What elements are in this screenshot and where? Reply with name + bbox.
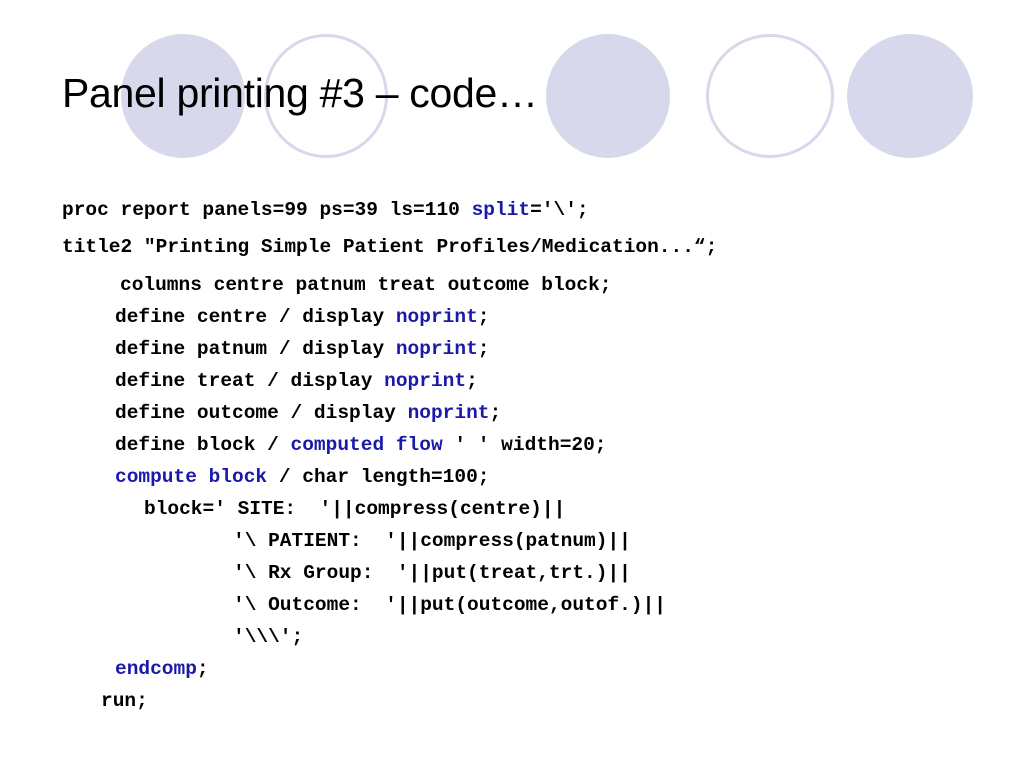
- code-line-8: define block / computed flow ' ' width=2…: [115, 434, 607, 456]
- decor-circle-filled: [546, 34, 670, 158]
- code-line-4: define centre / display noprint;: [115, 306, 490, 328]
- keyword: compute: [115, 466, 197, 488]
- code-line-10: block=' SITE: '||compress(centre)||: [144, 498, 566, 520]
- code-line-9: compute block / char length=100;: [115, 466, 490, 488]
- keyword: noprint: [395, 338, 478, 360]
- code-line-13: '\ Outcome: '||put(outcome,outof.)||: [233, 594, 666, 616]
- code-line-2: title2 "Printing Simple Patient Profiles…: [62, 236, 718, 258]
- code-line-12: '\ Rx Group: '||put(treat,trt.)||: [233, 562, 631, 584]
- code-line-6: define treat / display noprint;: [115, 370, 478, 392]
- keyword: split: [471, 199, 531, 221]
- keyword: flow: [395, 434, 443, 456]
- code-line-1: proc report panels=99 ps=39 ls=110 split…: [62, 199, 589, 221]
- code-line-7: define outcome / display noprint;: [115, 402, 502, 424]
- keyword: noprint: [395, 306, 478, 328]
- code-line-5: define patnum / display noprint;: [115, 338, 490, 360]
- code-line-14: '\\\';: [233, 626, 304, 648]
- keyword: endcomp: [115, 658, 197, 680]
- code-line-11: '\ PATIENT: '||compress(patnum)||: [233, 530, 631, 552]
- slide-title: Panel printing #3 – code…: [62, 70, 538, 116]
- keyword: noprint: [407, 402, 490, 424]
- decor-circle-filled: [121, 34, 245, 158]
- decor-circle-outline: [706, 34, 834, 158]
- code-line-16: run;: [101, 690, 148, 712]
- keyword: block: [208, 466, 268, 488]
- decor-circle-filled: [847, 34, 973, 158]
- keyword: noprint: [384, 370, 467, 392]
- code-line-3: columns centre patnum treat outcome bloc…: [120, 274, 612, 296]
- code-line-15: endcomp;: [115, 658, 209, 680]
- decor-circle-outline: [264, 34, 388, 158]
- keyword: computed: [290, 434, 385, 456]
